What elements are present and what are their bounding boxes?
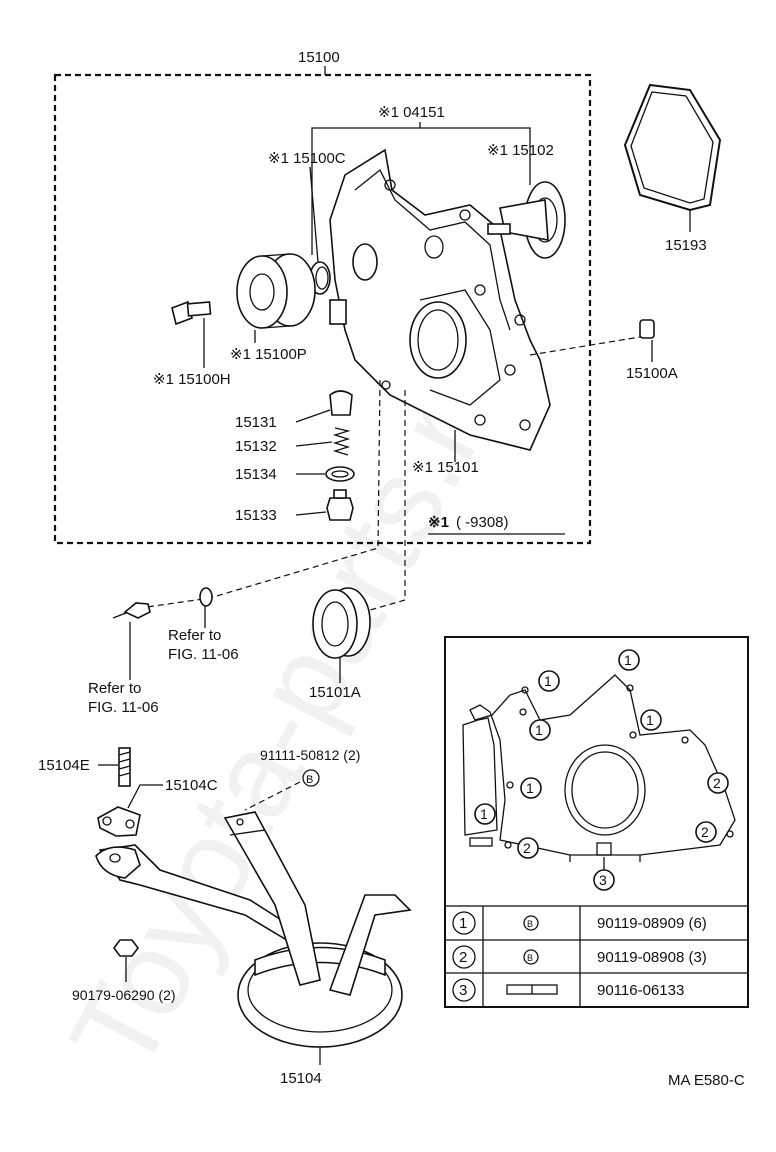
table-row-2: 2 B 90119-08908 (3) [452,945,707,969]
svg-text:B: B [527,953,533,963]
label-15100p[interactable]: ※1 15100P [230,346,307,363]
gasket-15193[interactable] [623,83,722,212]
label-15100a[interactable]: 15100A [626,365,678,382]
refer-text-1b[interactable]: FIG. 11-06 [88,699,159,716]
label-15132[interactable]: 15132 [235,438,277,455]
table-part-2: 90119-08908 (3) [597,949,707,966]
plug-15100a[interactable] [639,319,655,339]
refer-text-1a[interactable]: Refer to [88,680,141,697]
relief-spring[interactable] [332,427,351,456]
stud-15104e[interactable] [118,747,131,787]
label-15100[interactable]: 15100 [298,49,340,66]
svg-text:1: 1 [646,712,654,728]
svg-text:2: 2 [523,840,531,856]
label-15104e[interactable]: 15104E [38,757,90,774]
inset-case-drawing [462,674,736,862]
table-part-3: 90116-06133 [597,982,684,999]
table-part-1: 90119-08909 (6) [597,915,707,932]
gasket-15134[interactable] [325,466,355,482]
inset-marker-1c: 1 [529,719,551,741]
label-90179[interactable]: 90179-06290 (2) [72,987,176,1003]
svg-text:1: 1 [624,652,632,668]
svg-text:1: 1 [535,722,543,738]
label-15101a[interactable]: 15101A [309,684,361,701]
inset-marker-1e: 1 [520,777,542,799]
plug-15133[interactable] [326,489,354,521]
svg-text:1: 1 [459,915,467,932]
inset-marker-2a: 2 [707,772,729,794]
oil-pump-body[interactable] [329,148,551,451]
driven-rotor[interactable] [487,181,566,259]
label-91111[interactable]: 91111-50812 (2) [260,747,360,763]
drive-gear[interactable] [236,253,316,329]
b-mark-icon: B [306,774,313,786]
svg-text:1: 1 [526,780,534,796]
inset-table [444,905,749,1008]
nut-90179[interactable] [113,939,139,957]
svg-text:1: 1 [544,673,552,689]
bolt-15100h[interactable] [171,300,212,326]
svg-text:2: 2 [459,949,467,966]
svg-text:2: 2 [701,824,709,840]
label-15104[interactable]: 15104 [280,1070,322,1087]
svg-text:B: B [527,919,533,929]
inset-marker-2c: 2 [517,837,539,859]
oil-seal-15101a[interactable] [312,587,371,659]
svg-text:3: 3 [599,872,607,888]
refer-text-2a[interactable]: Refer to [168,627,221,644]
label-15101[interactable]: ※1 15101 [412,459,479,476]
gasket-washer[interactable] [199,587,213,607]
note-range: ( -9308) [456,514,509,531]
label-04151[interactable]: ※1 04151 [378,104,445,121]
inset-marker-1d: 1 [640,709,662,731]
figure-code: MA E580-C [668,1072,745,1089]
label-15100c[interactable]: ※1 15100C [268,150,346,167]
label-15133[interactable]: 15133 [235,507,277,524]
label-15134[interactable]: 15134 [235,466,277,483]
note-mark: ※1 [428,514,449,531]
inset-marker-3: 3 [593,869,615,891]
oil-pressure-switch[interactable] [112,602,151,619]
svg-text:2: 2 [713,775,721,791]
relief-valve[interactable] [329,390,353,416]
inset-marker-1a: 1 [538,670,560,692]
table-row-1: 1 B 90119-08909 (6) [452,911,707,935]
label-15104c[interactable]: 15104C [165,777,218,794]
inset-marker-1f: 1 [474,803,496,825]
refer-text-2b[interactable]: FIG. 11-06 [168,646,239,663]
gasket-15104c[interactable] [97,806,141,837]
label-15102[interactable]: ※1 15102 [487,142,554,159]
assembly-boundary [53,73,592,545]
inset-marker-1b: 1 [618,649,640,671]
inset-marker-2b: 2 [695,821,717,843]
label-15131[interactable]: 15131 [235,414,277,431]
svg-text:3: 3 [459,982,467,999]
table-row-3: 3 90116-06133 [452,978,684,1002]
label-15193[interactable]: 15193 [665,237,707,254]
svg-text:1: 1 [480,806,488,822]
oil-strainer[interactable] [95,811,412,1048]
label-15100h[interactable]: ※1 15100H [153,371,231,388]
